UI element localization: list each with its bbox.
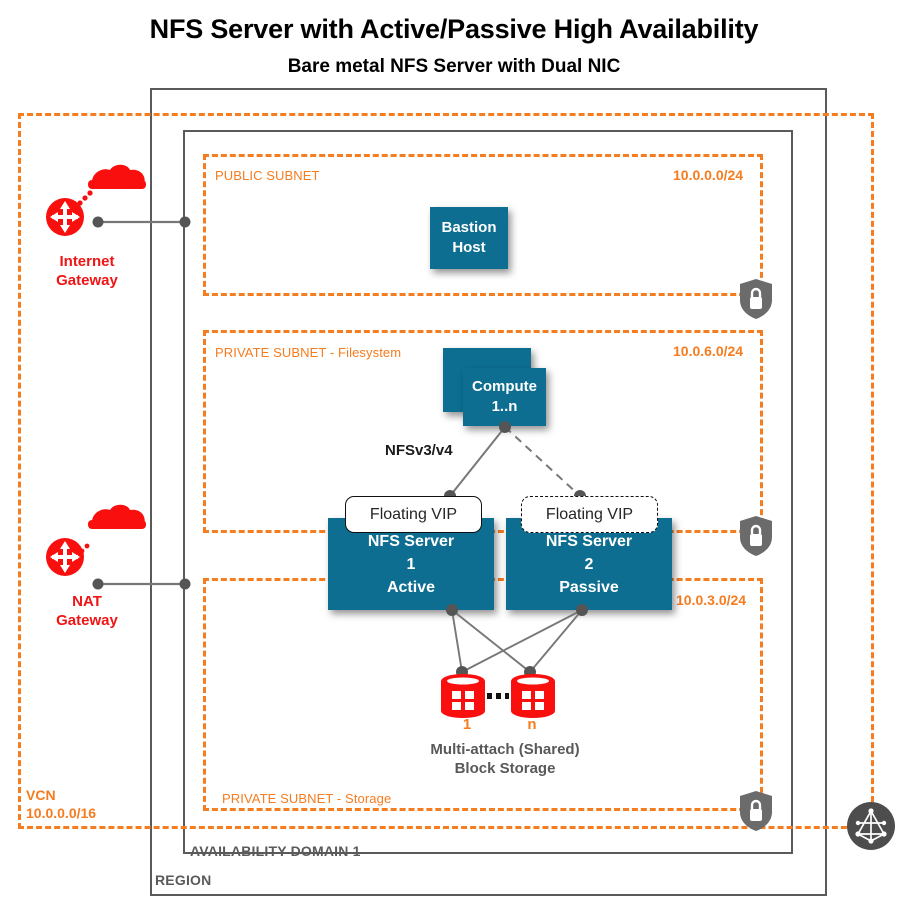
nfs-server-1-line3: Active — [386, 578, 435, 596]
bastion-host-node[interactable]: Bastion Host — [430, 207, 508, 269]
region-boundary — [150, 88, 827, 896]
nfs-server-1-line1: NFS Server — [367, 532, 455, 550]
network-mesh-icon[interactable] — [846, 801, 896, 851]
storage-caption-line2: Block Storage — [454, 760, 556, 777]
storage-caption: Multi-attach (Shared) Block Storage — [360, 740, 650, 778]
floating-vip-passive[interactable]: Floating VIP — [521, 496, 658, 533]
filesystem-subnet-cidr: 10.0.6.0/24 — [673, 343, 744, 359]
compute-node[interactable]: Compute 1..n — [463, 368, 546, 426]
storage-subnet-cidr: 10.0.3.0/24 — [676, 592, 747, 608]
nfs-to-storage-connectors — [446, 604, 588, 678]
public-subnet-cidr: 10.0.0.0/24 — [673, 167, 744, 183]
vcn-boundary — [18, 113, 874, 829]
vcn-label-cidr: 10.0.0.0/16 — [26, 805, 97, 821]
nfs-server-2-line1: NFS Server — [545, 532, 633, 550]
nat-gateway-connector — [92, 578, 191, 590]
nfs-server-1-node[interactable]: NFS Server 1 Active — [328, 518, 494, 610]
internet-gateway-connector — [92, 216, 191, 228]
shield-lock-icon[interactable] — [739, 515, 773, 557]
internet-gateway-label-line2: Gateway — [56, 272, 118, 289]
page-title: NFS Server with Active/Passive High Avai… — [149, 14, 759, 44]
nat-gateway-label-line1: NAT — [72, 593, 102, 610]
shield-lock-icon[interactable] — [739, 790, 773, 832]
storage-label-last: n — [527, 716, 537, 733]
bastion-host-line2: Host — [452, 239, 486, 256]
floating-vip-active[interactable]: Floating VIP — [345, 496, 482, 533]
nfs-server-2-line3: Passive — [559, 578, 619, 596]
internet-gateway-label: Internet Gateway — [22, 252, 152, 290]
nfs-protocol-label: NFSv3/v4 — [385, 442, 453, 459]
vcn-label: VCN 10.0.0.0/16 — [26, 786, 96, 822]
storage-subnet-label: PRIVATE SUBNET - Storage — [222, 791, 392, 806]
shield-lock-icon[interactable] — [739, 278, 773, 320]
nat-gateway-label: NAT Gateway — [22, 592, 152, 630]
bastion-host-line1: Bastion — [441, 219, 497, 236]
nat-gateway-icon[interactable] — [30, 500, 150, 595]
page-subtitle: Bare metal NFS Server with Dual NIC — [287, 56, 621, 77]
availability-domain-boundary — [183, 130, 793, 854]
vcn-label-name: VCN — [26, 787, 56, 803]
storage-label-first: 1 — [462, 716, 472, 733]
public-subnet-label: PUBLIC SUBNET — [215, 168, 320, 183]
block-storage-cylinder-icon[interactable] — [436, 672, 560, 720]
nfs-server-2-node[interactable]: NFS Server 2 Passive — [506, 518, 672, 610]
compute-line2: 1..n — [491, 398, 518, 415]
region-label: REGION — [155, 872, 212, 888]
nfs-server-1-line2: 1 — [406, 555, 416, 573]
nfs-server-2-line2: 2 — [584, 555, 594, 573]
compute-line1: Compute — [472, 378, 537, 395]
internet-gateway-label-line1: Internet — [59, 253, 115, 270]
nat-gateway-label-line2: Gateway — [56, 612, 118, 629]
storage-caption-line1: Multi-attach (Shared) — [430, 741, 580, 758]
filesystem-subnet-label: PRIVATE SUBNET - Filesystem — [215, 345, 402, 360]
availability-domain-label: AVAILABILITY DOMAIN 1 — [190, 843, 361, 859]
public-subnet-boundary — [203, 154, 763, 296]
internet-gateway-icon[interactable] — [30, 160, 150, 255]
